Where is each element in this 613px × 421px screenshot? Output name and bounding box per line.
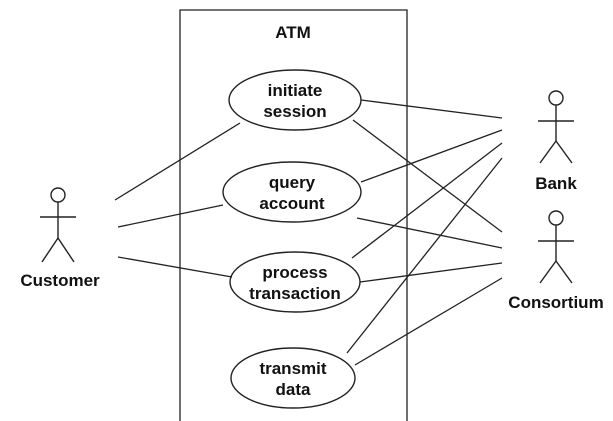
use-case-query-account: query account: [222, 161, 362, 223]
use-case-label-line2: session: [263, 102, 326, 121]
use-case-transmit-data: transmit data: [230, 347, 356, 409]
actor-bank: Bank: [535, 90, 577, 193]
assoc-transmit-data-bank: [346, 157, 503, 354]
associations: [114, 99, 503, 366]
assoc-initiate-session-bank: [360, 99, 503, 119]
customer-figure-icon: [40, 187, 76, 263]
assoc-customer-initiate-session: [114, 122, 241, 201]
actor-consortium: Consortium: [508, 210, 604, 312]
assoc-process-transaction-consortium: [359, 262, 503, 283]
assoc-transmit-data-consortium: [354, 277, 503, 366]
consortium-figure-icon: [538, 210, 574, 284]
system-title: ATM: [275, 23, 311, 42]
assoc-initiate-session-consortium: [352, 119, 503, 233]
use-case-label-line2: data: [276, 380, 312, 399]
actor-consortium-label: Consortium: [508, 293, 603, 312]
bank-figure-icon: [538, 90, 574, 164]
assoc-query-account-bank: [360, 129, 503, 183]
use-case-process-transaction: process transaction: [229, 251, 361, 313]
use-case-label-line1: transmit: [259, 359, 326, 378]
assoc-customer-process-transaction: [117, 256, 233, 278]
assoc-customer-query-account: [117, 204, 224, 228]
actor-customer-label: Customer: [20, 271, 100, 290]
use-case-label-line2: transaction: [249, 284, 341, 303]
actor-bank-label: Bank: [535, 174, 577, 193]
use-case-label-line1: query: [269, 173, 316, 192]
use-case-initiate-session: initiate session: [228, 69, 362, 131]
actor-customer: Customer: [20, 187, 100, 290]
use-case-label-line1: initiate: [268, 81, 323, 100]
assoc-query-account-consortium: [356, 217, 503, 249]
assoc-process-transaction-bank: [351, 142, 503, 259]
use-case-label-line2: account: [259, 194, 325, 213]
use-case-label-line1: process: [262, 263, 327, 282]
